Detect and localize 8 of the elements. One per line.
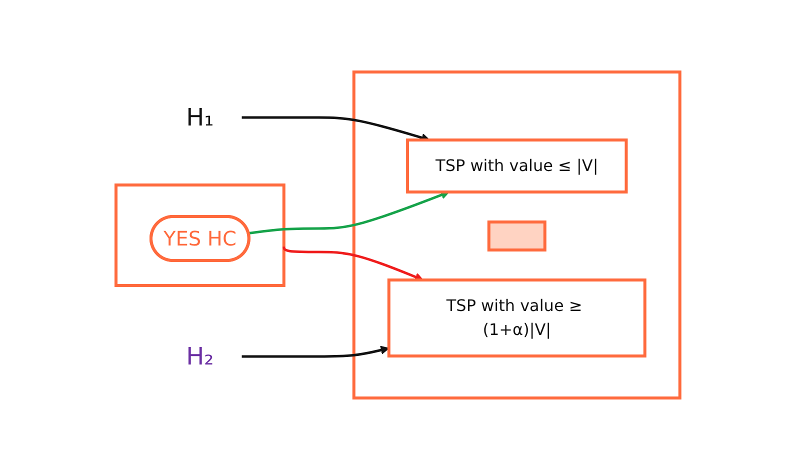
cluster xyxy=(352,70,681,399)
node-box xyxy=(486,220,546,251)
node-text: H₁ xyxy=(186,103,214,131)
node-text: H₂ xyxy=(186,342,214,370)
node-box: TSP with value ≥ (1+α)|V| xyxy=(386,278,646,357)
arrow xyxy=(241,345,389,358)
cluster xyxy=(114,183,285,286)
node-box: TSP with value ≤ |V| xyxy=(406,138,628,193)
